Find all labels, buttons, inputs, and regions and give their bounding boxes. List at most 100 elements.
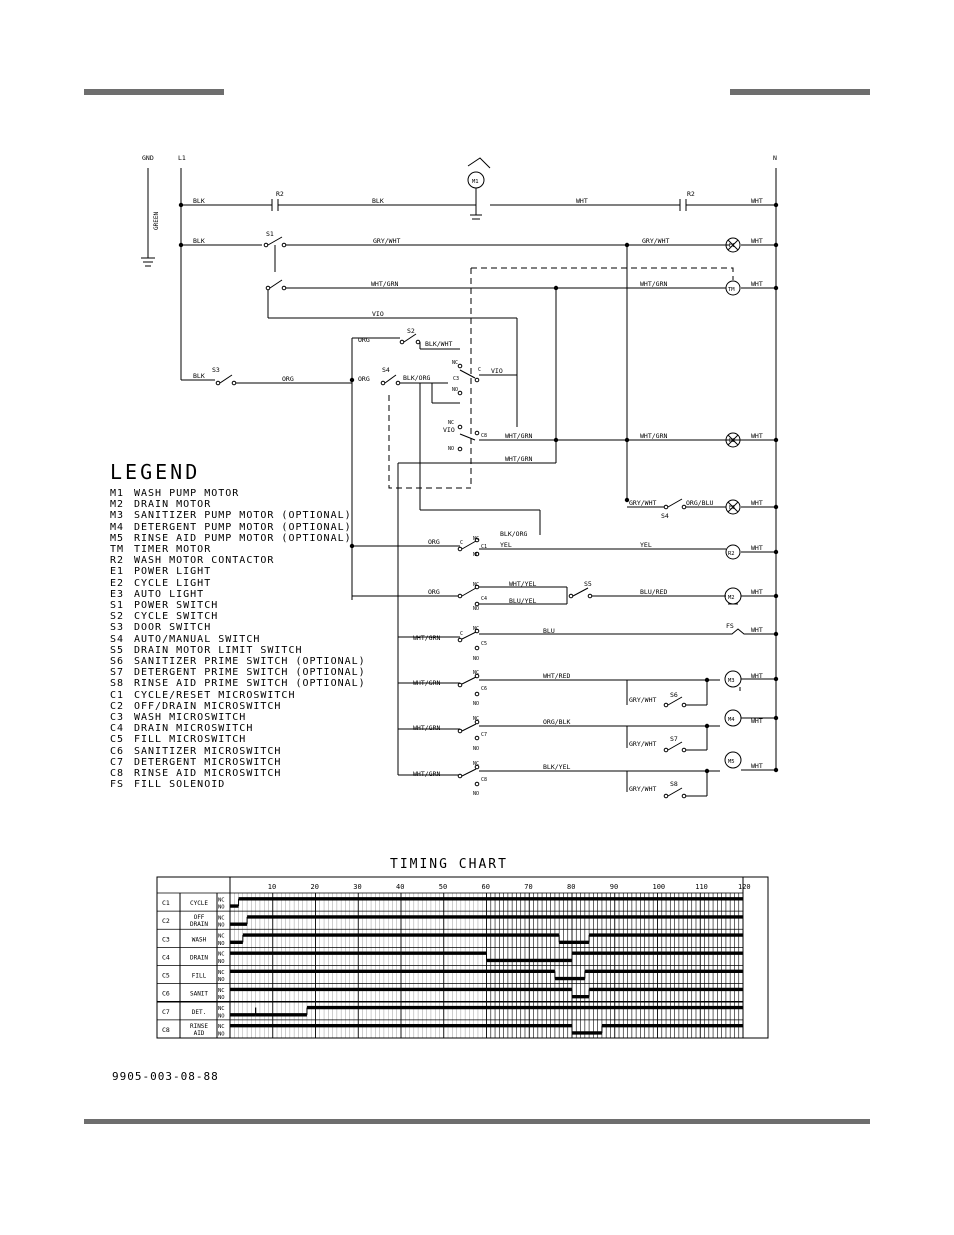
- timing-row-name: DET.: [192, 1009, 206, 1016]
- terminal: [474, 628, 480, 634]
- rail-label-n: N: [773, 154, 777, 162]
- c1-blade: [461, 540, 477, 550]
- timing-axis-tick-label: 120: [738, 883, 751, 891]
- timing-row-code: C5: [162, 972, 170, 980]
- terminal: [457, 773, 463, 779]
- legend-code: S2: [110, 611, 125, 623]
- junction-dot: [178, 242, 184, 248]
- terminal: [681, 747, 687, 753]
- wire-label-wht-red: WHT/RED: [543, 672, 570, 680]
- mechanical-link: [471, 267, 734, 280]
- terminal: [457, 363, 463, 369]
- wire-label-s4b: S4: [661, 512, 669, 520]
- legend-code: R2: [110, 555, 125, 567]
- terminal: [474, 377, 480, 383]
- terminal: [457, 682, 463, 688]
- legend-item-c6: C6 SANITIZER MICROSWITCH: [110, 746, 366, 757]
- legend-code: FS: [110, 779, 125, 791]
- e2-lamp: [725, 432, 741, 448]
- legend-desc: FILL SOLENOID: [134, 779, 226, 791]
- wire-label-c8b: C8: [481, 777, 487, 783]
- wire-label-wht-grn-6: WHT/GRN: [413, 634, 440, 642]
- c6-blade: [461, 676, 477, 685]
- terminal: [457, 424, 463, 430]
- legend-desc: CYCLE/RESET MICROSWITCH: [134, 689, 296, 701]
- wire-label-wht-8: WHT: [751, 588, 763, 596]
- legend-title: LEGEND: [110, 460, 201, 484]
- junction-dot: [773, 242, 779, 248]
- terminal-label-no: NO: [473, 701, 479, 707]
- wire-label-wht-6: WHT: [751, 499, 763, 507]
- wire-label-c3: C3: [453, 376, 459, 382]
- wire-label-gry-wht-1: GRY/WHT: [373, 237, 400, 245]
- timing-state-label: NO: [218, 905, 225, 911]
- terminal: [663, 747, 669, 753]
- junction-dot: [773, 767, 779, 773]
- legend-desc: DETERGENT PRIME SWITCH (OPTIONAL): [134, 667, 366, 679]
- header-bar-left: [84, 89, 224, 95]
- timing-axis-tick-label: 110: [695, 883, 708, 891]
- wire-label-s8: S8: [670, 780, 678, 788]
- c3-blade: [459, 369, 476, 379]
- wire-label-wht-grn-1: WHT/GRN: [371, 280, 398, 288]
- timing-row-code: C8: [162, 1026, 170, 1034]
- legend-desc: OFF/DRAIN MICROSWITCH: [134, 700, 282, 712]
- wire-label-m4: M4: [728, 717, 735, 723]
- terminal: [474, 601, 480, 607]
- junction-dot: [624, 242, 630, 248]
- wire-label-fs: FS: [726, 622, 734, 630]
- junction-dot: [624, 497, 630, 503]
- document-number: 9905-003-08-88: [112, 1070, 219, 1083]
- timing-row-name: WASH: [192, 936, 207, 943]
- junction-dot: [773, 676, 779, 682]
- junction-dot: [773, 631, 779, 637]
- wire-label-m3: M3: [728, 678, 735, 684]
- terminal-label-nc: NC: [473, 536, 479, 542]
- wire-label-wht-grn-5: WHT/GRN: [505, 455, 532, 463]
- timing-row-name: DRAIN: [190, 954, 208, 961]
- wire-label-s5: S5: [584, 580, 592, 588]
- c7-blade: [461, 723, 477, 732]
- terminal: [663, 702, 669, 708]
- s6-switch: [667, 696, 683, 706]
- legend-desc: TIMER MOTOR: [134, 544, 212, 556]
- m5-motor: [724, 751, 742, 769]
- timing-row-name: AID: [194, 1030, 205, 1037]
- timing-row-name: FILL: [192, 973, 207, 980]
- wire-label-wht-9: WHT: [751, 626, 763, 634]
- legend-code: C8: [110, 768, 125, 780]
- terminal: [457, 390, 463, 396]
- m1-housing: [467, 157, 491, 169]
- wire-label-gry-wht-2: GRY/WHT: [642, 237, 669, 245]
- legend-code: C6: [110, 745, 125, 757]
- legend-desc: POWER LIGHT: [134, 566, 212, 578]
- timing-state-label: NO: [218, 1031, 225, 1037]
- terminal-label-c: C: [460, 540, 463, 546]
- legend-desc: DETERGENT MICROSWITCH: [134, 756, 282, 768]
- legend-code: E2: [110, 577, 125, 589]
- legend-desc: SANITIZER PUMP MOTOR (OPTIONAL): [134, 510, 352, 522]
- timing-state-label: NC: [218, 970, 225, 976]
- legend-desc: SANITIZER MICROSWITCH: [134, 745, 282, 757]
- legend-desc: RINSE AID PUMP MOTOR (OPTIONAL): [134, 532, 352, 544]
- wire-label-wht-grn-8: WHT/GRN: [413, 724, 440, 732]
- wire-label-wht-11: WHT: [751, 717, 763, 725]
- junction-dot: [704, 723, 710, 729]
- terminal-label-nc: NC: [473, 582, 479, 588]
- wire-label-tm: TM: [728, 287, 735, 293]
- terminal-label-nc: NC: [473, 761, 479, 767]
- terminal: [457, 593, 463, 599]
- mechanical-link: [388, 395, 471, 489]
- terminal: [457, 637, 463, 643]
- terminal: [568, 593, 574, 599]
- junction-dot: [773, 715, 779, 721]
- timing-axis-tick-label: 40: [396, 883, 404, 891]
- terminal: [457, 546, 463, 552]
- timing-axis-tick-label: 10: [268, 883, 276, 891]
- terminal: [265, 285, 271, 291]
- m3-motor: [724, 670, 742, 688]
- wire-label-blk-org-1: BLK/ORG: [403, 374, 430, 382]
